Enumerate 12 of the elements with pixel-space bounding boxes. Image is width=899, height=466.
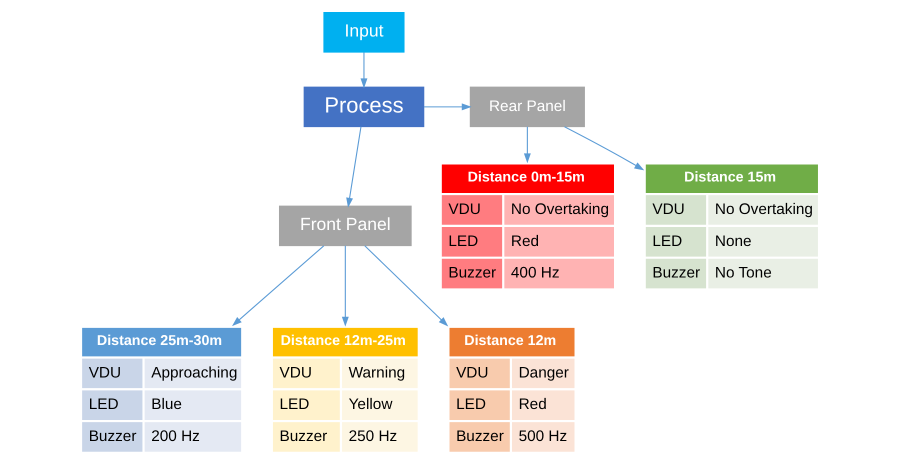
- arrow: [232, 245, 324, 326]
- node-box: Input: [323, 12, 405, 53]
- arrow: [564, 126, 644, 170]
- node-box: Process: [304, 86, 424, 128]
- node-box: Rear Panel: [470, 86, 585, 128]
- arrow: [524, 126, 531, 164]
- arrow: [342, 246, 349, 327]
- arrow: [424, 103, 472, 110]
- node-box: Front Panel: [278, 206, 412, 246]
- arrow: [360, 52, 368, 88]
- arrow: [364, 245, 448, 327]
- arrow: [346, 126, 362, 208]
